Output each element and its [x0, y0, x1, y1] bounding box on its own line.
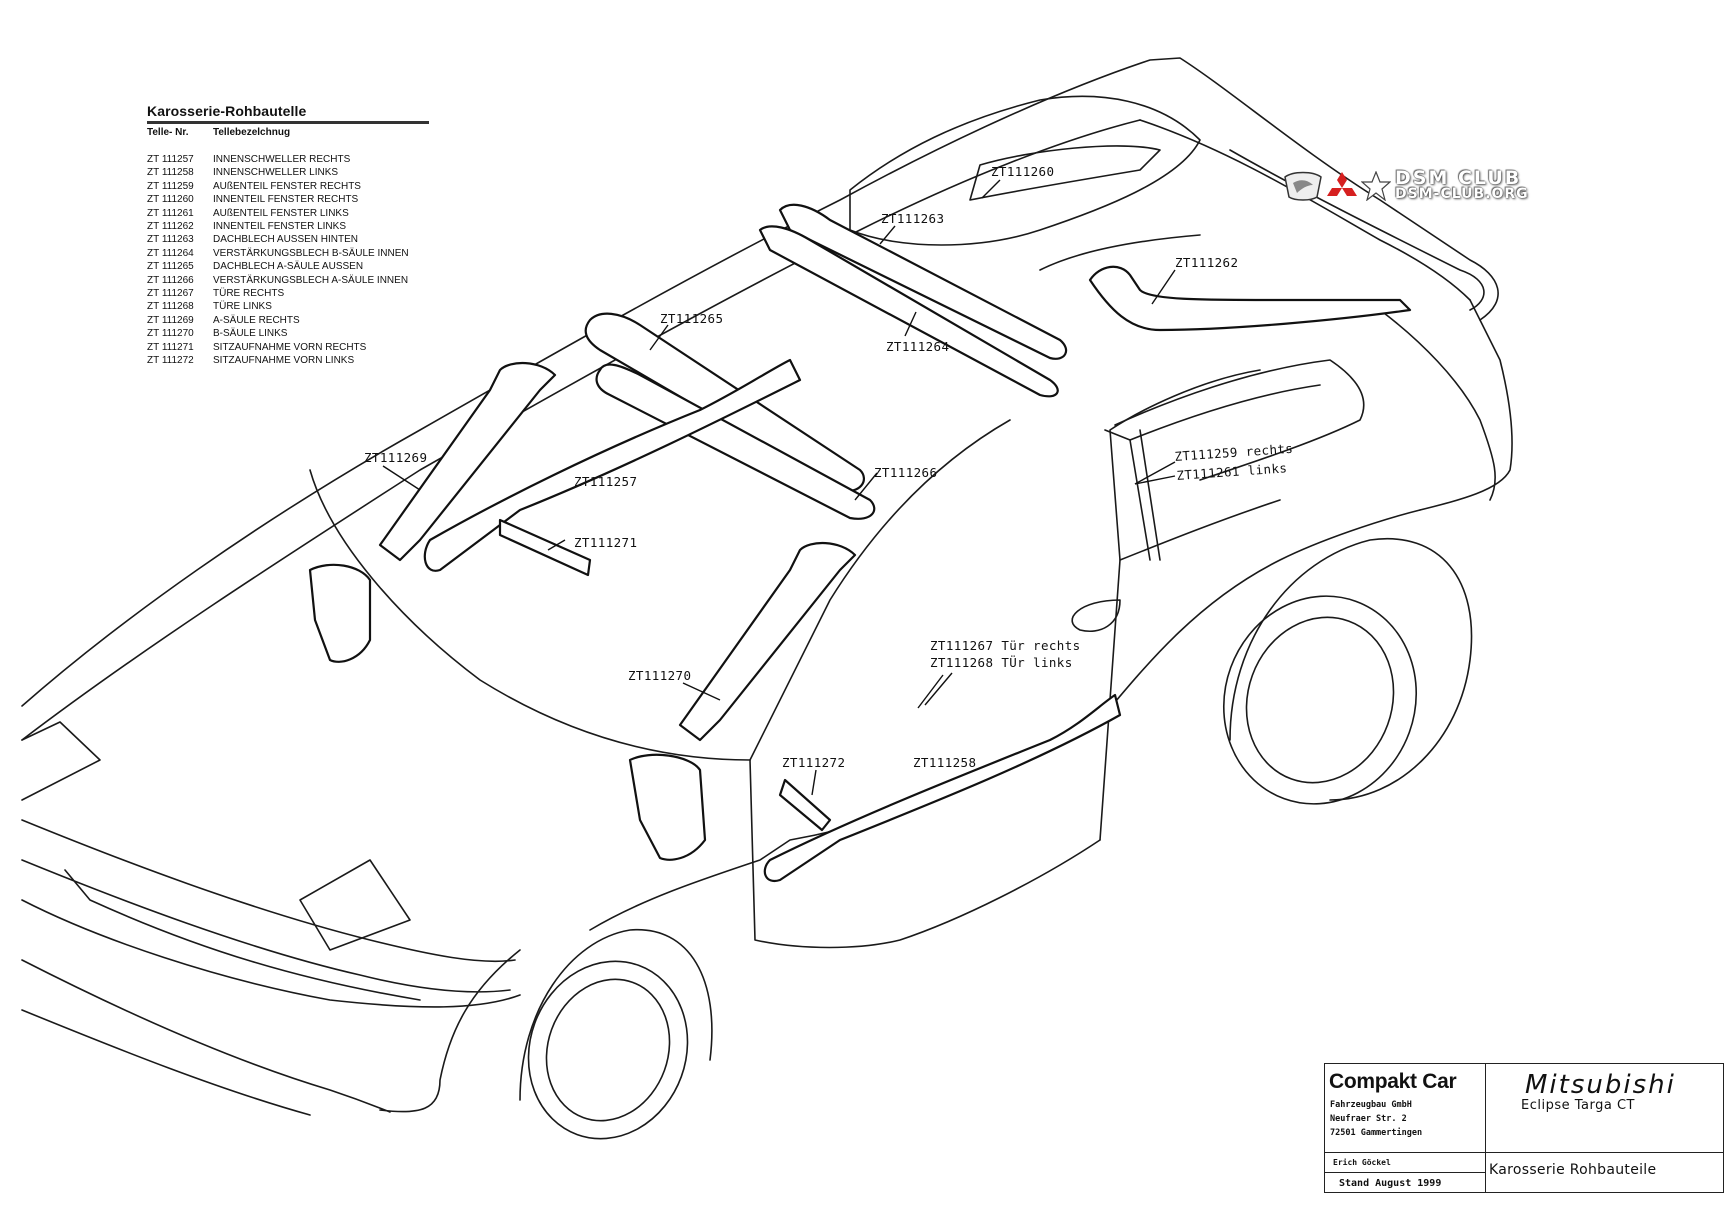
part-description: INNENTEIL FENSTER RECHTS: [213, 194, 359, 206]
part-description: SITZAUFNAHME VORN RECHTS: [213, 341, 367, 353]
callout-zt111257: ZT111257: [574, 474, 638, 489]
part-number: ZT 111271: [147, 341, 194, 353]
callout-zt111269: ZT111269: [364, 450, 428, 465]
callout-zt111265: ZT111265: [660, 311, 724, 326]
part-number: ZT 111263: [147, 234, 194, 246]
watermark-line2: DSM-CLUB.ORG: [1395, 186, 1529, 202]
divider: [1485, 1152, 1723, 1153]
parts-list-row: ZT 111263 DACHBLECH AUSSEN HINTEN: [147, 233, 429, 246]
car-outline: [21, 57, 1513, 1140]
callout-zt111267: ZT111267 Tür rechts: [930, 638, 1081, 653]
parts-list-title: Karosserie-Rohbautelle: [147, 103, 429, 124]
dsm-club-watermark: DSM CLUB DSM-CLUB.ORG: [1283, 167, 1529, 203]
drawing-subject: Karosserie Rohbauteile: [1489, 1162, 1657, 1178]
title-block-vehicle: Mitsubishi Eclipse Targa CT Karosserie R…: [1485, 1064, 1723, 1192]
part-description: DACHBLECH A-SÄULE AUSSEN: [213, 261, 364, 273]
callout-zt111270: ZT111270: [628, 668, 692, 683]
part-number: ZT 111270: [147, 328, 194, 340]
part-description: TÜRE RECHTS: [213, 288, 285, 300]
parts-list-row: ZT 111265 DACHBLECH A-SÄULE AUSSEN: [147, 260, 429, 273]
part-description: TÜRE LINKS: [213, 301, 272, 313]
parts-list-row: ZT 111267 TÜRE RECHTS: [147, 287, 429, 300]
parts-list-row: ZT 111257 INNENSCHWELLER RECHTS: [147, 153, 429, 166]
parts-shapes: [308, 203, 1412, 883]
part-description: B-SÄULE LINKS: [213, 328, 288, 340]
part-description: SITZAUFNAHME VORN LINKS: [213, 355, 355, 367]
part-description: A-SÄULE RECHTS: [213, 314, 300, 326]
pentastar-icon: [1361, 171, 1391, 201]
part-number: ZT 111264: [147, 247, 194, 259]
part-number: ZT 111260: [147, 194, 194, 206]
col-description: Tellebezelchnug: [213, 127, 291, 138]
parts-list-row: ZT 111266 VERSTÄRKUNGSBLECH A-SÄULE INNEN: [147, 274, 429, 287]
parts-list-row: ZT 111262 INNENTEIL FENSTER LINKS: [147, 220, 429, 233]
callout-zt111271: ZT111271: [574, 535, 638, 550]
company-address: Fahrzeugbau GmbH Neufraer Str. 2 72501 G…: [1325, 1098, 1485, 1140]
parts-list: Karosserie-Rohbautelle Telle- Nr. Telleb…: [147, 103, 429, 368]
callout-leaders: [382, 179, 1176, 796]
part-number: ZT 111262: [147, 221, 194, 233]
part-number: ZT 111259: [147, 180, 194, 192]
title-block-company: Compakt Car Fahrzeugbau GmbH Neufraer St…: [1325, 1064, 1486, 1192]
author: Erich Göckel: [1325, 1152, 1485, 1172]
address-line: Neufraer Str. 2: [1330, 1114, 1407, 1124]
parts-list-row: ZT 111264 VERSTÄRKUNGSBLECH B-SÄULE INNEN: [147, 247, 429, 260]
part-description: VERSTÄRKUNGSBLECH A-SÄULE INNEN: [213, 274, 409, 286]
parts-list-row: ZT 111272 SITZAUFNAHME VORN LINKS: [147, 354, 429, 367]
part-number: ZT 111261: [147, 207, 194, 219]
part-description: INNENSCHWELLER RECHTS: [213, 154, 351, 165]
parts-list-row: ZT 111268 TÜRE LINKS: [147, 300, 429, 313]
col-part-number: Telle- Nr.: [147, 127, 189, 138]
callout-zt111268: ZT111268 TÜr links: [930, 655, 1073, 670]
parts-list-header: Telle- Nr. Tellebezelchnug: [147, 127, 429, 138]
vehicle-model: Eclipse Targa CT: [1521, 1098, 1635, 1113]
part-number: ZT 111257: [147, 154, 194, 165]
part-description: VERSTÄRKUNGSBLECH B-SÄULE INNEN: [213, 247, 409, 259]
vehicle-make: Mitsubishi: [1525, 1070, 1676, 1100]
part-description: INNENTEIL FENSTER LINKS: [213, 221, 346, 233]
part-number: ZT 111272: [147, 355, 194, 367]
callout-zt111263: ZT111263: [881, 211, 945, 226]
callout-zt111272: ZT111272: [782, 755, 846, 770]
parts-list-row: ZT 111260 INNENTEIL FENSTER RECHTS: [147, 193, 429, 206]
address-line: Fahrzeugbau GmbH: [1330, 1100, 1412, 1110]
watermark-text: DSM CLUB DSM-CLUB.ORG: [1395, 167, 1529, 203]
watermark-line1: DSM CLUB: [1395, 167, 1522, 189]
callout-zt111264: ZT111264: [886, 339, 950, 354]
parts-list-row: ZT 111258 INNENSCHWELLER LINKS: [147, 166, 429, 179]
parts-list-row: ZT 111270 B-SÄULE LINKS: [147, 327, 429, 340]
address-line: 72501 Gammertingen: [1330, 1128, 1423, 1138]
part-description: INNENSCHWELLER LINKS: [213, 167, 339, 179]
parts-list-row: ZT 111259 AUßENTEIL FENSTER RECHTS: [147, 180, 429, 193]
part-description: DACHBLECH AUSSEN HINTEN: [213, 234, 359, 246]
part-number: ZT 111268: [147, 301, 194, 313]
parts-list-row: ZT 111271 SITZAUFNAHME VORN RECHTS: [147, 341, 429, 354]
part-description: AUßENTEIL FENSTER LINKS: [213, 207, 349, 219]
parts-list-row: ZT 111261 AUßENTEIL FENSTER LINKS: [147, 207, 429, 220]
eagle-badge-icon: [1284, 171, 1322, 201]
callout-zt111258: ZT111258: [913, 755, 977, 770]
mitsubishi-diamonds-icon: [1327, 172, 1357, 196]
callout-zt111260: ZT111260: [991, 164, 1055, 179]
title-block: Compakt Car Fahrzeugbau GmbH Neufraer St…: [1324, 1063, 1724, 1193]
part-number: ZT 111269: [147, 314, 194, 326]
parts-list-row: ZT 111269 A-SÄULE RECHTS: [147, 314, 429, 327]
part-number: ZT 111258: [147, 167, 194, 179]
part-description: AUßENTEIL FENSTER RECHTS: [213, 180, 361, 192]
part-number: ZT 111267: [147, 288, 194, 300]
part-number: ZT 111265: [147, 261, 194, 273]
part-number: ZT 111266: [147, 274, 194, 286]
company-name: Compakt Car: [1329, 1070, 1457, 1093]
revision-date: Stand August 1999: [1325, 1172, 1485, 1194]
callout-zt111266: ZT111266: [874, 465, 938, 480]
callout-zt111262: ZT111262: [1175, 255, 1239, 270]
